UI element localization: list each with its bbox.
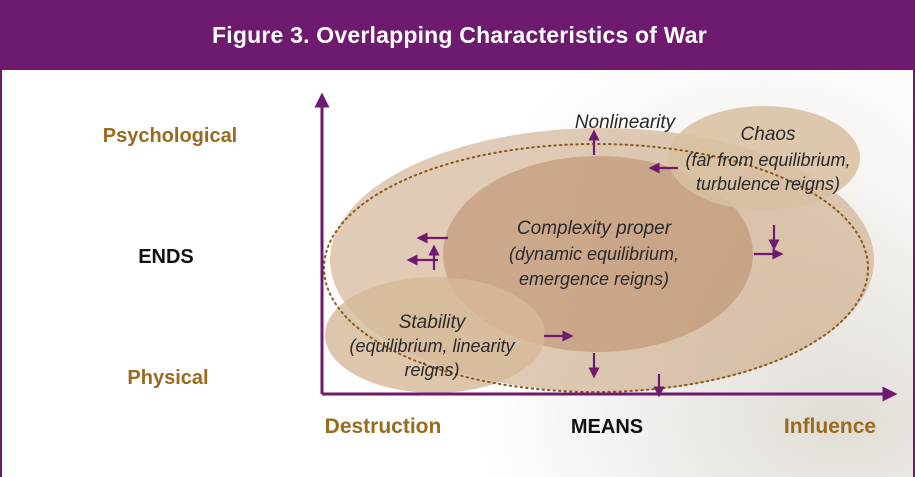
y-axis-ends-label: ENDS <box>138 246 194 268</box>
chaos-ellipse <box>668 106 860 210</box>
complexity-line2: (dynamic equilibrium, <box>509 244 679 264</box>
nonlinearity-label: Nonlinearity <box>575 112 677 133</box>
figure-title: Figure 3. Overlapping Characteristics of… <box>2 0 915 70</box>
y-axis-physical-label: Physical <box>127 367 208 389</box>
stability-label: Stability (equilibrium, linearity reigns… <box>349 312 515 380</box>
stability-title: Stability <box>399 312 467 333</box>
stability-line3: reigns) <box>404 360 459 380</box>
complexity-label: Complexity proper (dynamic equilibrium, … <box>509 218 679 289</box>
axes <box>314 92 898 402</box>
chaos-title: Chaos <box>741 124 796 145</box>
dotted-boundary <box>323 143 869 393</box>
chaos-label: Chaos (far from equilibrium, turbulence … <box>685 124 850 194</box>
x-axis-influence-label: Influence <box>784 415 876 438</box>
stability-line2: (equilibrium, linearity <box>349 336 515 356</box>
complexity-line3: emergence reigns) <box>519 269 669 289</box>
chaos-line3: turbulence reigns) <box>696 174 840 194</box>
complexity-title: Complexity proper <box>517 218 672 239</box>
region-ellipses <box>323 106 874 393</box>
chaos-line2: (far from equilibrium, <box>685 150 850 170</box>
direction-arrows <box>406 129 784 398</box>
stability-ellipse <box>325 277 545 393</box>
x-axis-destruction-label: Destruction <box>325 415 442 438</box>
y-axis-psychological-label: Psychological <box>103 125 238 147</box>
x-axis-means-label: MEANS <box>571 416 643 438</box>
